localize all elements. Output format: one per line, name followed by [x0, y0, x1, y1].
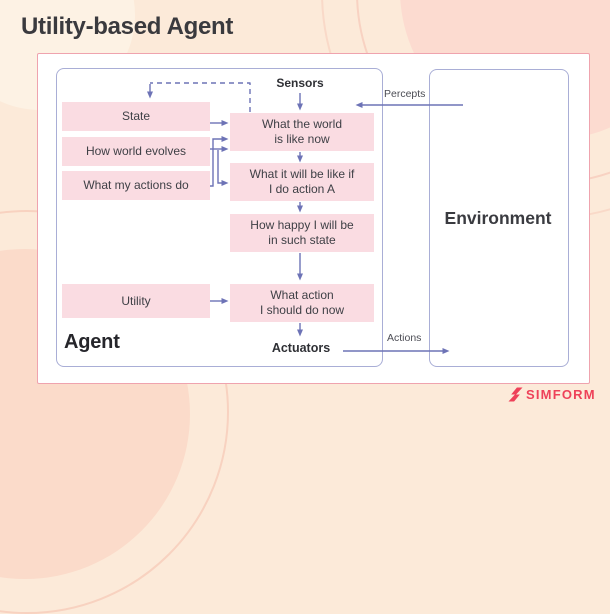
brand-logo: SIMFORM	[508, 387, 596, 402]
simform-logo-icon	[508, 387, 523, 402]
percepts-label: Percepts	[384, 88, 426, 100]
sensors-label: Sensors	[276, 76, 324, 90]
simform-logo-text: SIMFORM	[526, 387, 596, 402]
happiness-label: How happy I will be in such state	[250, 218, 353, 248]
action-choice-label: What action I should do now	[260, 288, 344, 318]
agent-label: Agent	[64, 331, 120, 353]
how-world-evolves-box: How world evolves	[62, 137, 210, 166]
how-world-evolves-label: How world evolves	[85, 144, 187, 158]
action-outcome-line2: I do action A	[268, 182, 336, 196]
action-choice-box: What action I should do now	[230, 284, 374, 322]
environment-label: Environment	[444, 208, 552, 228]
utility-box: Utility	[62, 284, 210, 318]
agent-frame	[56, 68, 383, 367]
actuators-label: Actuators	[271, 341, 331, 355]
world-now-line2: is like now	[274, 132, 330, 146]
happiness-line2: in such state	[268, 233, 336, 247]
what-my-actions-do-box: What my actions do	[62, 171, 210, 200]
utility-box-label: Utility	[121, 293, 151, 308]
happiness-box: How happy I will be in such state	[230, 214, 374, 252]
world-now-box: What the world is like now	[230, 113, 374, 151]
state-box-label: State	[121, 109, 151, 123]
action-outcome-line1: What it will be like if	[249, 167, 355, 181]
what-my-actions-do-label: What my actions do	[83, 178, 189, 192]
action-choice-line2: I should do now	[259, 303, 345, 317]
action-choice-line1: What action	[270, 288, 334, 302]
state-box: State	[62, 102, 210, 131]
action-outcome-label: What it will be like if I do action A	[250, 167, 355, 197]
world-now-line1: What the world	[261, 117, 343, 131]
action-outcome-box: What it will be like if I do action A	[230, 163, 374, 201]
environment-frame	[429, 69, 569, 367]
world-now-label: What the world is like now	[262, 117, 342, 147]
actions-label: Actions	[387, 332, 422, 344]
happiness-line1: How happy I will be	[250, 218, 354, 232]
page-title: Utility-based Agent	[21, 13, 234, 40]
